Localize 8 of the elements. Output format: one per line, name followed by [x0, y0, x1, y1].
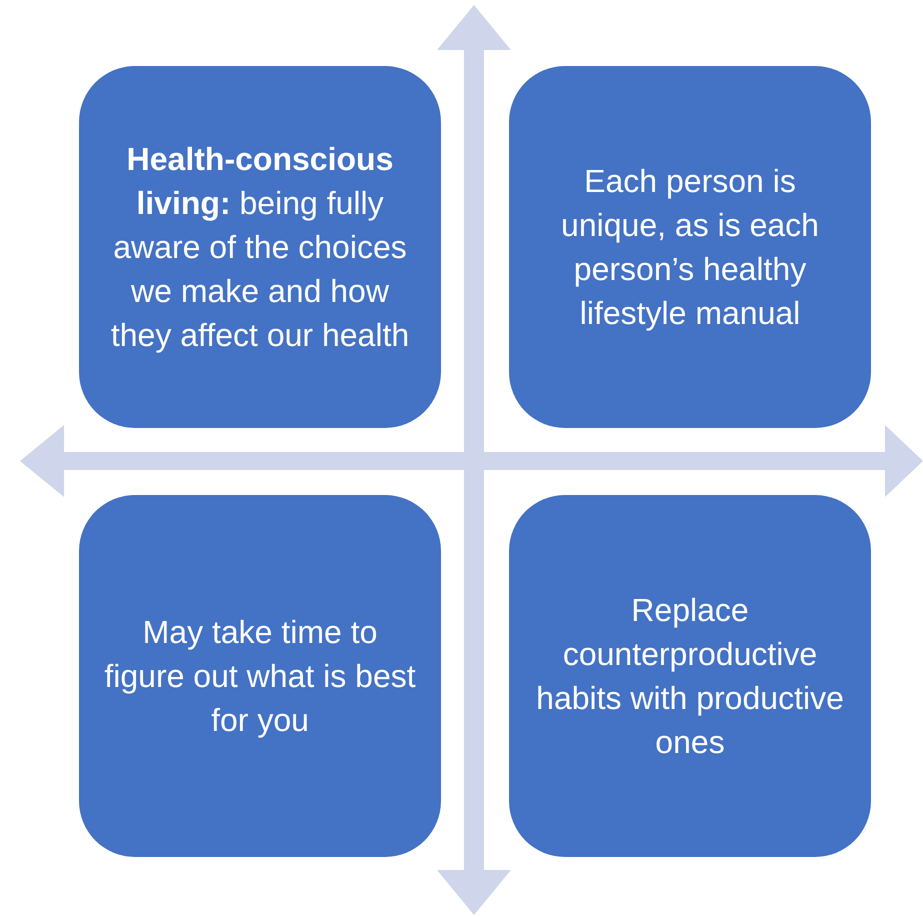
- rounded-box: [509, 495, 871, 857]
- box-text: Health-conscious living: being fully aware of the choices we make and how they affect our health: [110, 140, 410, 355]
- box-text: Each person is unique, as is each person’s healthy lifestyle manual: [560, 162, 820, 333]
- rounded-box: [509, 66, 871, 428]
- box-text: May take time to figure out what is best for you: [103, 613, 417, 740]
- rounded-box: [79, 66, 441, 428]
- rounded-box: [79, 495, 441, 857]
- box-text: Replace counterproductive habits with productive ones: [535, 591, 845, 762]
